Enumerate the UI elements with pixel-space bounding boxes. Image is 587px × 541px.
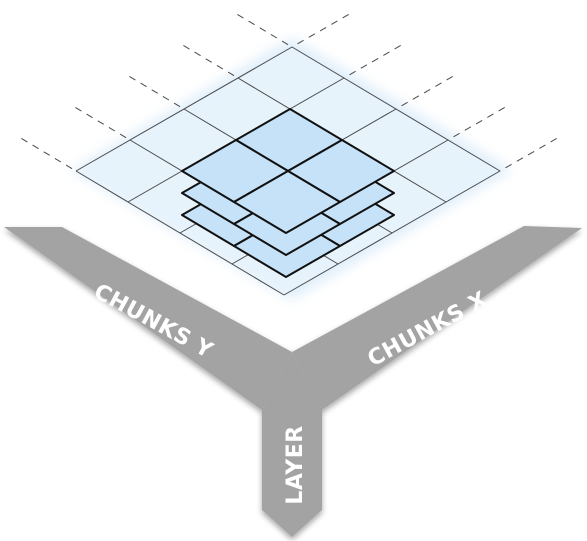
grid-line-dashed [183,45,239,79]
grid-line-dashed [291,14,349,48]
grid-line-dashed [129,76,185,110]
layer-arrow [262,352,322,537]
grid-line-dashed [75,107,131,141]
chunk-tile [233,170,341,234]
axis-arrows [4,226,582,537]
chunk-layer [181,108,395,234]
grid-line-dashed [499,138,557,172]
grid-line-dashed [237,14,293,48]
layer-label: LAYER [283,425,308,504]
grid-line-dashed [447,107,505,141]
grid-line-dashed [395,76,453,110]
grid-line [291,46,501,172]
chunks-y-arrow [4,227,292,410]
grid-line-dashed [343,45,401,79]
grid-line-dashed [21,138,77,172]
chunks-x-arrow [292,226,582,410]
grid-line [75,170,285,296]
chunk-stack [181,108,395,278]
